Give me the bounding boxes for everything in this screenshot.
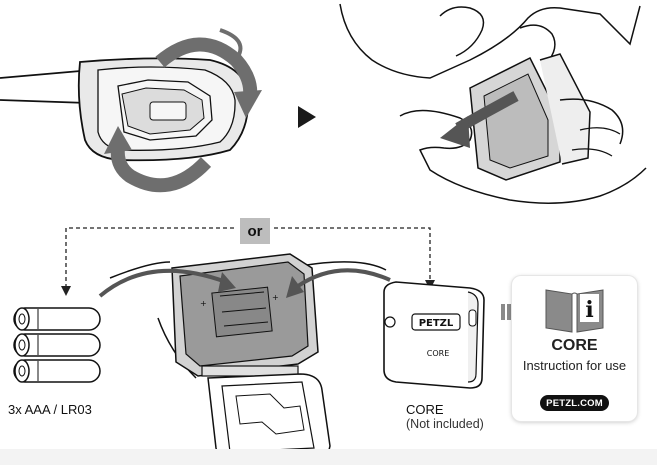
core-battery-brand: PETZL	[419, 318, 454, 329]
core-battery-model: CORE	[427, 349, 450, 358]
aaa-battery	[13, 359, 101, 383]
hands-removing-battery-step	[339, 3, 647, 204]
battery-compartment: + +	[98, 253, 391, 461]
manual-url-link[interactable]: PETZL.COM	[540, 395, 609, 411]
instruction-manual-card[interactable]: i CORE Instruction for use PETZL.COM	[512, 276, 637, 421]
next-step-arrow	[298, 106, 316, 128]
info-book-icon: i	[545, 289, 604, 333]
svg-text:+: +	[200, 299, 207, 308]
svg-text:+: +	[272, 293, 279, 302]
or-badge: or	[236, 214, 274, 248]
core-battery: PETZL CORE	[383, 281, 485, 389]
headlamp-rotate-step	[0, 28, 262, 193]
manual-subtitle: Instruction for use	[522, 358, 627, 373]
aaa-battery	[13, 333, 101, 357]
bottom-band	[0, 449, 657, 465]
aaa-batteries-group	[13, 307, 101, 383]
aaa-battery	[13, 307, 101, 331]
core-battery-label: CORE	[406, 402, 444, 417]
manual-title: CORE	[551, 337, 598, 354]
aaa-batteries-label: 3x AAA / LR03	[8, 402, 92, 417]
svg-text:i: i	[585, 297, 593, 323]
core-battery-note: (Not included)	[406, 417, 484, 431]
